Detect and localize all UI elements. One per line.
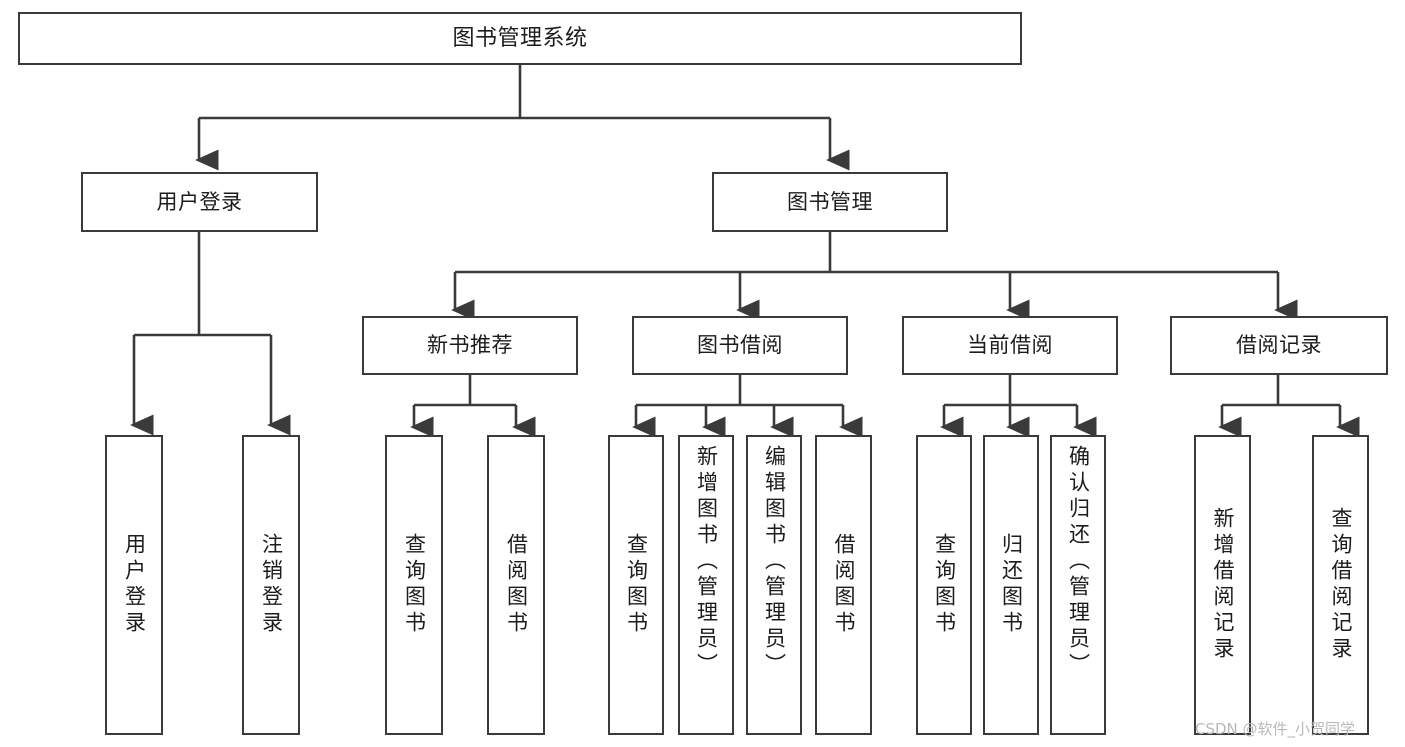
- node-borrow-record[interactable]: 借阅记录: [1170, 316, 1388, 375]
- leaf-query-book-borrow[interactable]: 查询图书: [608, 435, 664, 735]
- node-label: 借阅图书: [832, 533, 856, 637]
- leaf-confirm-return-admin[interactable]: 确认归还（管理员）: [1050, 435, 1106, 735]
- node-user-login[interactable]: 用户登录: [81, 172, 318, 232]
- leaf-query-book-recommend[interactable]: 查询图书: [385, 435, 443, 735]
- node-label: 注销登录: [259, 533, 284, 637]
- node-label: 查询借阅记录: [1329, 507, 1353, 663]
- leaf-borrow-book[interactable]: 借阅图书: [815, 435, 872, 735]
- node-label: 借阅图书: [504, 533, 529, 637]
- node-label: 查询图书: [402, 533, 427, 637]
- node-label: 当前借阅: [967, 333, 1053, 358]
- node-label: 新增图书（管理员）: [694, 445, 719, 679]
- csdn-watermark: CSDN @软件_小贺同学: [1195, 720, 1356, 738]
- node-root-system[interactable]: 图书管理系统: [18, 12, 1022, 65]
- node-label: 图书管理: [787, 189, 873, 214]
- node-current-borrow[interactable]: 当前借阅: [902, 316, 1118, 375]
- leaf-edit-book-admin[interactable]: 编辑图书（管理员）: [746, 435, 802, 735]
- leaf-borrow-book-recommend[interactable]: 借阅图书: [487, 435, 545, 735]
- node-label: 用户登录: [156, 189, 243, 214]
- node-label: 新书推荐: [427, 333, 513, 358]
- node-label: 归还图书: [999, 533, 1024, 637]
- node-book-borrow[interactable]: 图书借阅: [632, 316, 848, 375]
- node-label: 查询图书: [624, 533, 649, 637]
- node-label: 图书借阅: [697, 333, 783, 358]
- leaf-add-borrow-record[interactable]: 新增借阅记录: [1194, 435, 1251, 735]
- leaf-query-borrow-record[interactable]: 查询借阅记录: [1312, 435, 1369, 735]
- node-label: 新增借阅记录: [1211, 507, 1235, 663]
- node-new-book-recommend[interactable]: 新书推荐: [362, 316, 578, 375]
- node-label: 用户登录: [122, 533, 147, 637]
- node-label: 图书管理系统: [452, 25, 588, 51]
- node-label: 确认归还（管理员）: [1066, 445, 1091, 679]
- leaf-query-book-current[interactable]: 查询图书: [916, 435, 972, 735]
- leaf-logout[interactable]: 注销登录: [242, 435, 300, 735]
- node-label: 查询图书: [932, 533, 957, 637]
- leaf-add-book-admin[interactable]: 新增图书（管理员）: [678, 435, 734, 735]
- node-label: 编辑图书（管理员）: [762, 445, 787, 679]
- leaf-user-login[interactable]: 用户登录: [105, 435, 163, 735]
- node-label: 借阅记录: [1236, 333, 1322, 358]
- leaf-return-book[interactable]: 归还图书: [983, 435, 1039, 735]
- node-book-management[interactable]: 图书管理: [712, 172, 948, 232]
